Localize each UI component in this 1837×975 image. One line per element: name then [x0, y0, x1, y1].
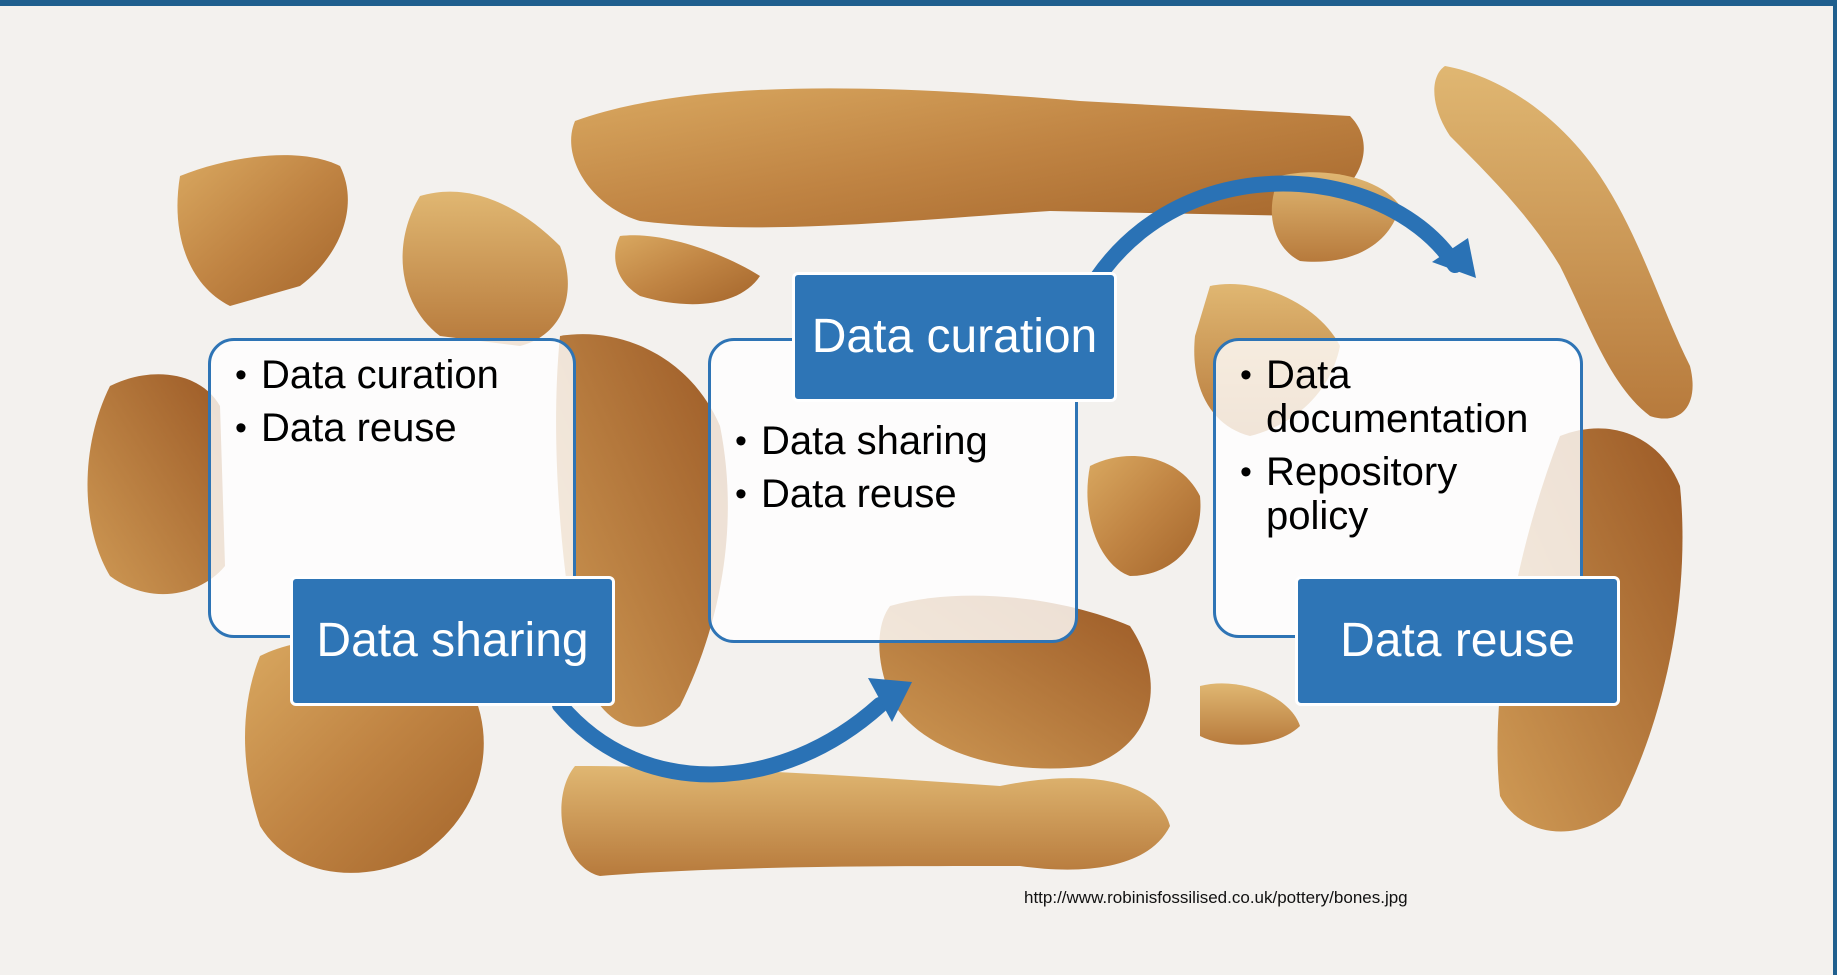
curved-arrow-icon — [552, 697, 888, 783]
stage-label-data-sharing: Data sharing — [290, 576, 615, 706]
right-border-bar — [1833, 6, 1837, 975]
bullet-list: Data curation Data reuse — [225, 353, 559, 450]
bullet-item: Repository policy — [1230, 450, 1566, 538]
bullet-list: Data sharing Data reuse — [725, 419, 1061, 516]
bone-fragment — [402, 191, 568, 346]
stage-label-data-reuse: Data reuse — [1295, 576, 1620, 706]
curved-arrow-icon — [868, 678, 912, 722]
bone-fragment — [1200, 683, 1300, 745]
bone-fragment — [615, 235, 760, 305]
bone-fragment — [1087, 456, 1201, 576]
bone-fragment — [87, 374, 225, 595]
bone-fragment — [1434, 66, 1693, 419]
stage-label-data-curation: Data curation — [792, 272, 1117, 402]
curved-arrow-icon — [1057, 175, 1463, 353]
top-border-bar — [0, 0, 1837, 6]
bullet-item: Data documentation — [1230, 353, 1566, 441]
bone-fragment — [177, 155, 348, 306]
bullet-list: Data documentation Repository policy — [1230, 353, 1566, 538]
bullet-item: Data sharing — [725, 419, 1061, 463]
image-credit-link[interactable]: http://www.robinisfossilised.co.uk/potte… — [1024, 888, 1408, 907]
bone-fragment — [571, 88, 1364, 228]
bullet-item: Data reuse — [725, 472, 1061, 516]
curved-arrow-icon — [1432, 238, 1476, 278]
bullet-item: Data reuse — [225, 406, 559, 450]
bullet-item: Data curation — [225, 353, 559, 397]
bone-fragment — [561, 766, 1170, 876]
